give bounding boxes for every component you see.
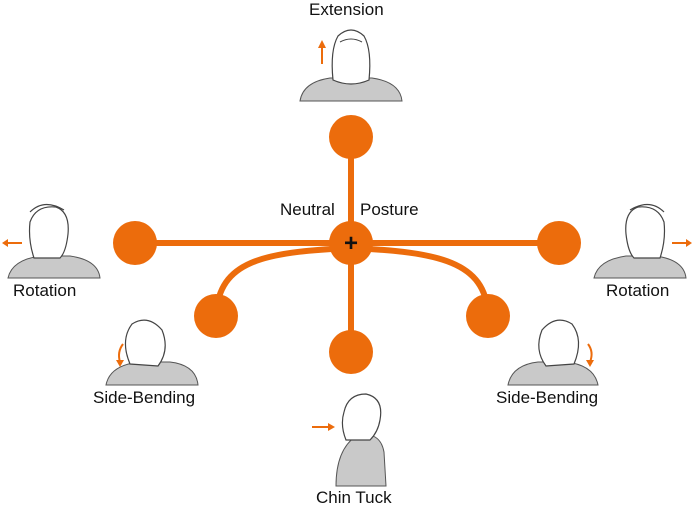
side-bending-right-figure (507, 319, 599, 386)
label-posture: Posture (360, 200, 419, 219)
arrow-right-icon (672, 239, 692, 247)
label-rotation-left: Rotation (13, 281, 77, 300)
rotation-right-figure (593, 203, 692, 279)
arrow-left-icon (2, 239, 22, 247)
label-side-bending-left: Side-Bending (93, 388, 196, 407)
chin-tuck-figure (312, 393, 387, 487)
label-side-bending-right: Side-Bending (496, 388, 599, 407)
node-chin-tuck[interactable] (329, 330, 373, 374)
node-side-bending-right[interactable] (466, 294, 510, 338)
connector-side-bending-left (213, 245, 354, 317)
arrow-right-icon (312, 423, 335, 431)
extension-figure (299, 29, 403, 102)
connector-side-bending-right (348, 245, 491, 317)
arrow-curve-down-icon (586, 343, 594, 367)
node-neutral-posture[interactable] (329, 221, 373, 265)
rotation-left-figure (2, 203, 101, 279)
label-extension: Extension (309, 0, 384, 19)
node-extension[interactable] (329, 115, 373, 159)
arrow-curve-down-icon (116, 343, 124, 367)
arrow-up-icon (318, 40, 326, 64)
side-bending-left-figure (105, 319, 199, 386)
node-side-bending-left[interactable] (194, 294, 238, 338)
node-rotation-left[interactable] (113, 221, 157, 265)
label-neutral: Neutral (280, 200, 335, 219)
label-rotation-right: Rotation (606, 281, 670, 300)
center-plus-icon: + (344, 230, 358, 257)
label-chin-tuck: Chin Tuck (316, 488, 392, 507)
node-rotation-right[interactable] (537, 221, 581, 265)
